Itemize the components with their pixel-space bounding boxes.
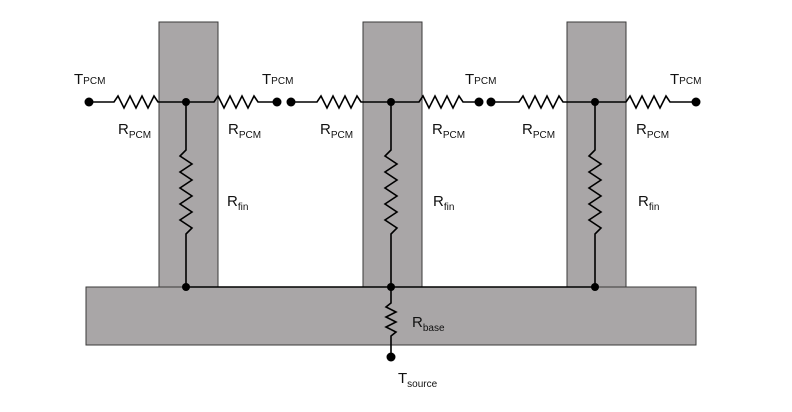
label-rpcm-6: RPCM bbox=[636, 121, 669, 141]
node-pcm-2-left bbox=[286, 97, 296, 107]
label-rbase: Rbase bbox=[412, 314, 445, 334]
label-tpcm-1: TPCM bbox=[74, 71, 105, 88]
label-rpcm-2: RPCM bbox=[228, 121, 261, 141]
node-pcm-2-right bbox=[474, 97, 484, 107]
label-rfin-2: Rfin bbox=[433, 193, 454, 213]
label-tpcm-3: TPCM bbox=[465, 71, 496, 88]
node-fin-3-top bbox=[591, 98, 599, 106]
node-fin-3-base bbox=[591, 283, 599, 291]
resistor-fin-3 bbox=[587, 102, 603, 287]
node-fin-2-top bbox=[387, 98, 395, 106]
fin-3 bbox=[566, 21, 627, 288]
label-rpcm-5: RPCM bbox=[522, 121, 555, 141]
label-tpcm-2: TPCM bbox=[262, 71, 293, 88]
resistor-pcm-3-left bbox=[491, 94, 595, 110]
label-tsource: Tsource bbox=[398, 370, 438, 390]
label-rfin-1: Rfin bbox=[227, 193, 248, 213]
label-rpcm-4: RPCM bbox=[432, 121, 465, 141]
resistor-pcm-2-right bbox=[391, 94, 479, 110]
node-fin-2-base bbox=[387, 283, 395, 291]
node-pcm-1-right bbox=[272, 97, 282, 107]
resistor-fin-1 bbox=[178, 102, 194, 287]
node-fin-1-top bbox=[182, 98, 190, 106]
node-pcm-3-left bbox=[486, 97, 496, 107]
node-pcm-3-right bbox=[691, 97, 701, 107]
label-rpcm-3: RPCM bbox=[320, 121, 353, 141]
resistor-pcm-1-left bbox=[89, 94, 186, 110]
node-pcm-1-left bbox=[84, 97, 94, 107]
fin-2 bbox=[362, 21, 423, 288]
resistor-pcm-1-right bbox=[186, 94, 277, 110]
fin-1 bbox=[158, 21, 219, 288]
node-fin-1-base bbox=[182, 283, 190, 291]
resistor-pcm-3-right bbox=[595, 94, 696, 110]
label-rpcm-1: RPCM bbox=[118, 121, 151, 141]
label-rfin-3: Rfin bbox=[638, 193, 659, 213]
resistor-fin-2 bbox=[383, 102, 399, 287]
node-source bbox=[386, 352, 396, 362]
label-tpcm-4: TPCM bbox=[670, 71, 701, 88]
resistor-pcm-2-left bbox=[291, 94, 391, 110]
resistor-base bbox=[384, 287, 398, 357]
